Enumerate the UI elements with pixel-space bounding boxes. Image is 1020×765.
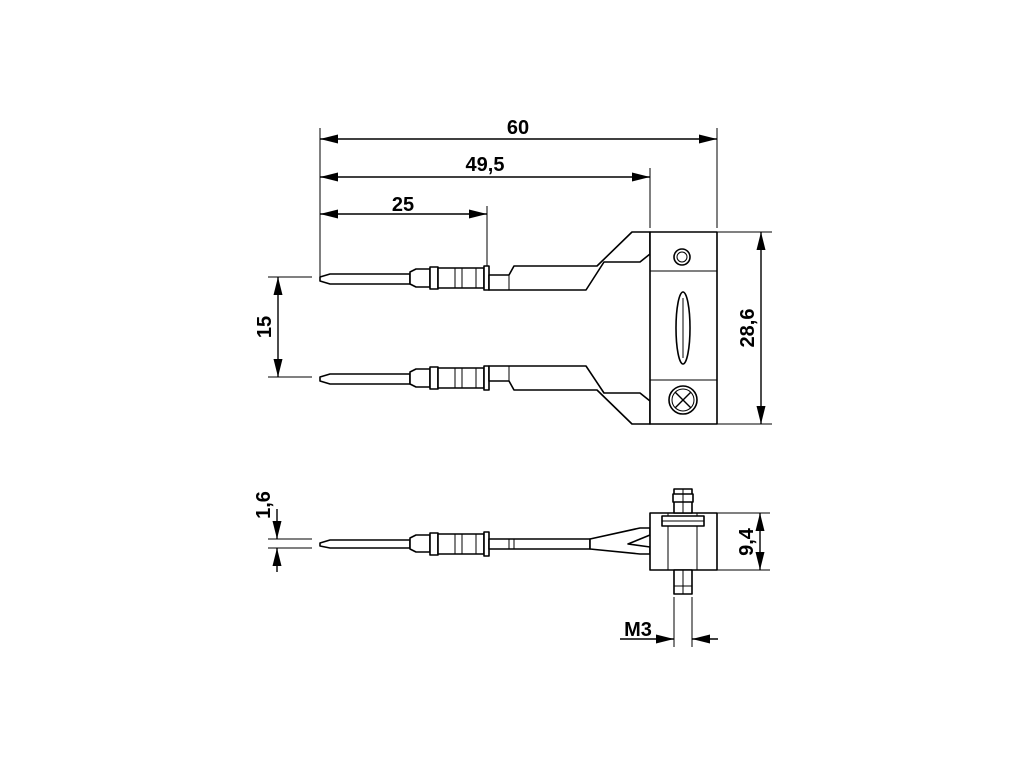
dimension-label-28-6: 28,6	[737, 309, 759, 348]
lower-contact-pin	[319, 365, 651, 425]
dimension-15: 15	[254, 276, 312, 378]
side-view: 1,6 9,4 M3	[253, 488, 770, 647]
dimension-label-m3: M3	[624, 619, 652, 641]
flange-body	[649, 231, 718, 425]
dimension-label-15: 15	[254, 316, 276, 338]
dimension-60: 60	[320, 117, 717, 144]
upper-contact-pin	[319, 231, 651, 291]
dimension-label-60: 60	[507, 117, 529, 139]
top-view: 60 49,5 25 15	[254, 117, 772, 425]
dimension-49-5: 49,5	[320, 154, 650, 182]
dimension-m3: M3	[620, 597, 718, 647]
side-contact-pin	[319, 527, 651, 557]
dimension-25: 25	[320, 194, 487, 219]
dimension-1-6: 1,6	[253, 491, 312, 572]
dimension-label-9-4: 9,4	[736, 527, 758, 556]
hole-icon	[673, 248, 691, 266]
dimension-label-1-6: 1,6	[253, 491, 275, 519]
dimension-label-25: 25	[392, 194, 414, 216]
side-flange	[649, 488, 718, 595]
dimension-28-6: 28,6	[717, 231, 772, 425]
dimension-label-49-5: 49,5	[466, 154, 505, 176]
dimension-9-4: 9,4	[717, 512, 770, 571]
